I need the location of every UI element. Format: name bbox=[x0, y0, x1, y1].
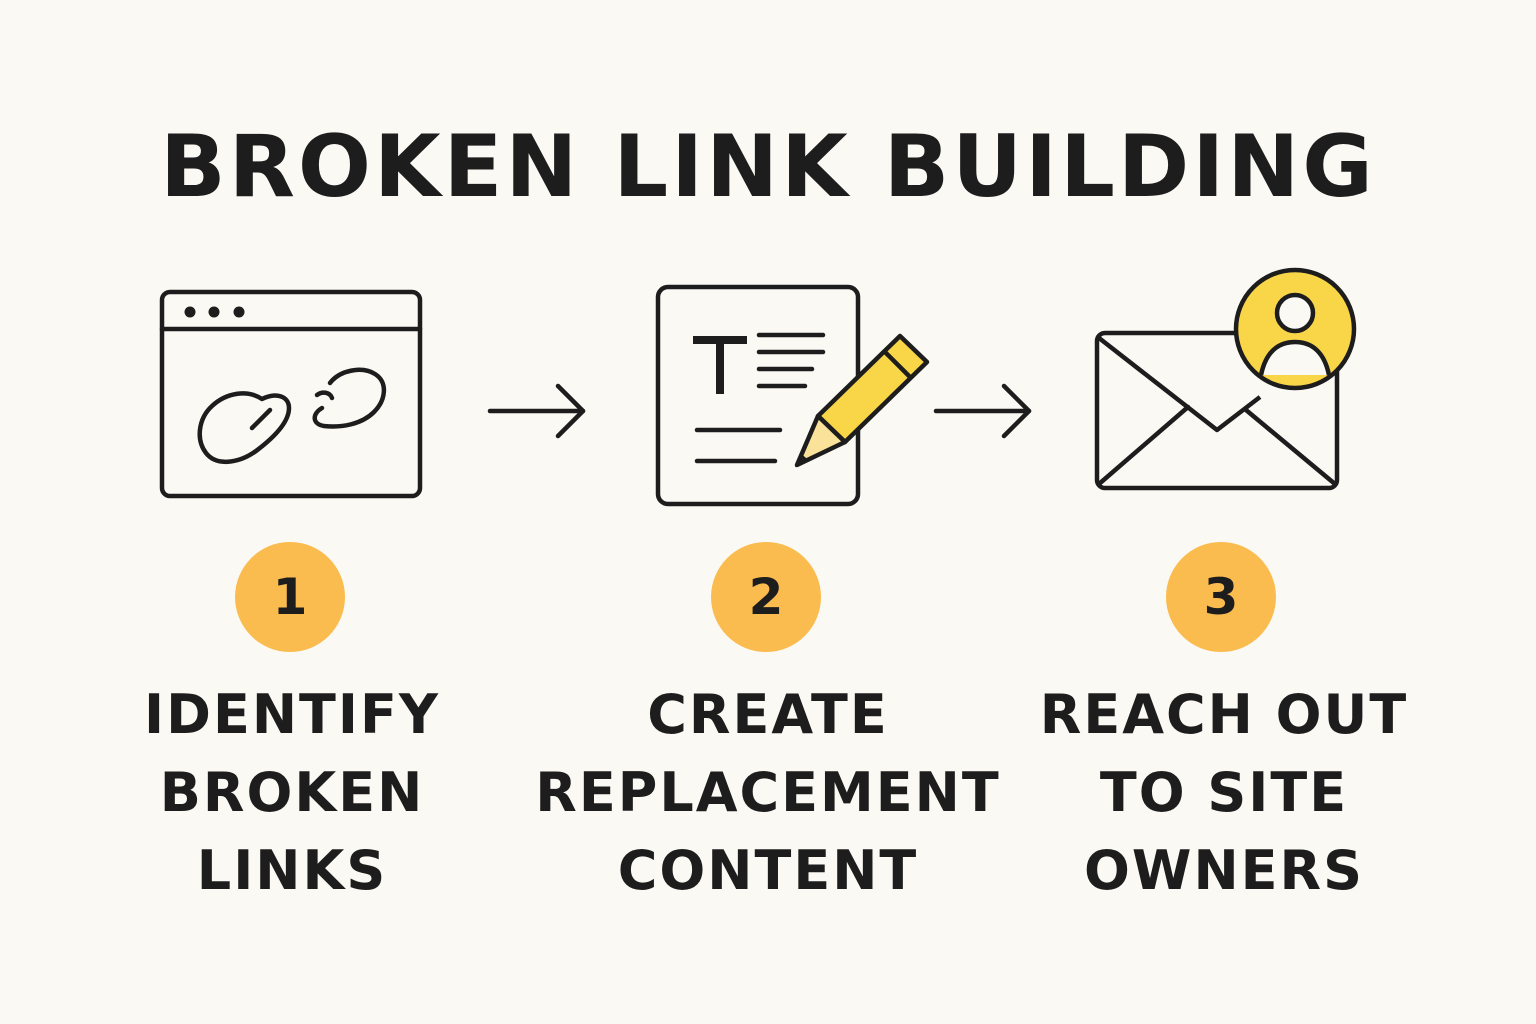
step-2-label-line: REPLACEMENT bbox=[535, 761, 1001, 824]
step-2-label: CREATE REPLACEMENT CONTENT bbox=[528, 676, 1008, 910]
step-3-label: REACH OUT TO SITE OWNERS bbox=[984, 676, 1464, 910]
step-3-label-line: OWNERS bbox=[1083, 839, 1365, 902]
document-pencil-icon bbox=[655, 284, 930, 507]
step-1-badge: 1 bbox=[235, 542, 345, 652]
step-1-label: IDENTIFY BROKEN LINKS bbox=[52, 676, 532, 910]
step-1-label-line: BROKEN bbox=[159, 761, 425, 824]
envelope-user-icon bbox=[1094, 267, 1357, 491]
step-3-label-line: REACH OUT bbox=[1039, 683, 1409, 746]
browser-broken-link-icon bbox=[159, 289, 423, 499]
arrow-right-icon bbox=[487, 383, 586, 439]
step-2-badge: 2 bbox=[711, 542, 821, 652]
arrow-right-icon bbox=[933, 383, 1032, 439]
step-1-label-line: LINKS bbox=[196, 839, 388, 902]
step-2-label-line: CONTENT bbox=[617, 839, 919, 902]
step-1-label-line: IDENTIFY bbox=[144, 683, 440, 746]
step-3-label-line: TO SITE bbox=[1099, 761, 1349, 824]
step-2-label-line: CREATE bbox=[647, 683, 889, 746]
step-3-badge: 3 bbox=[1166, 542, 1276, 652]
diagram-title: BROKEN LINK BUILDING bbox=[160, 117, 1376, 217]
